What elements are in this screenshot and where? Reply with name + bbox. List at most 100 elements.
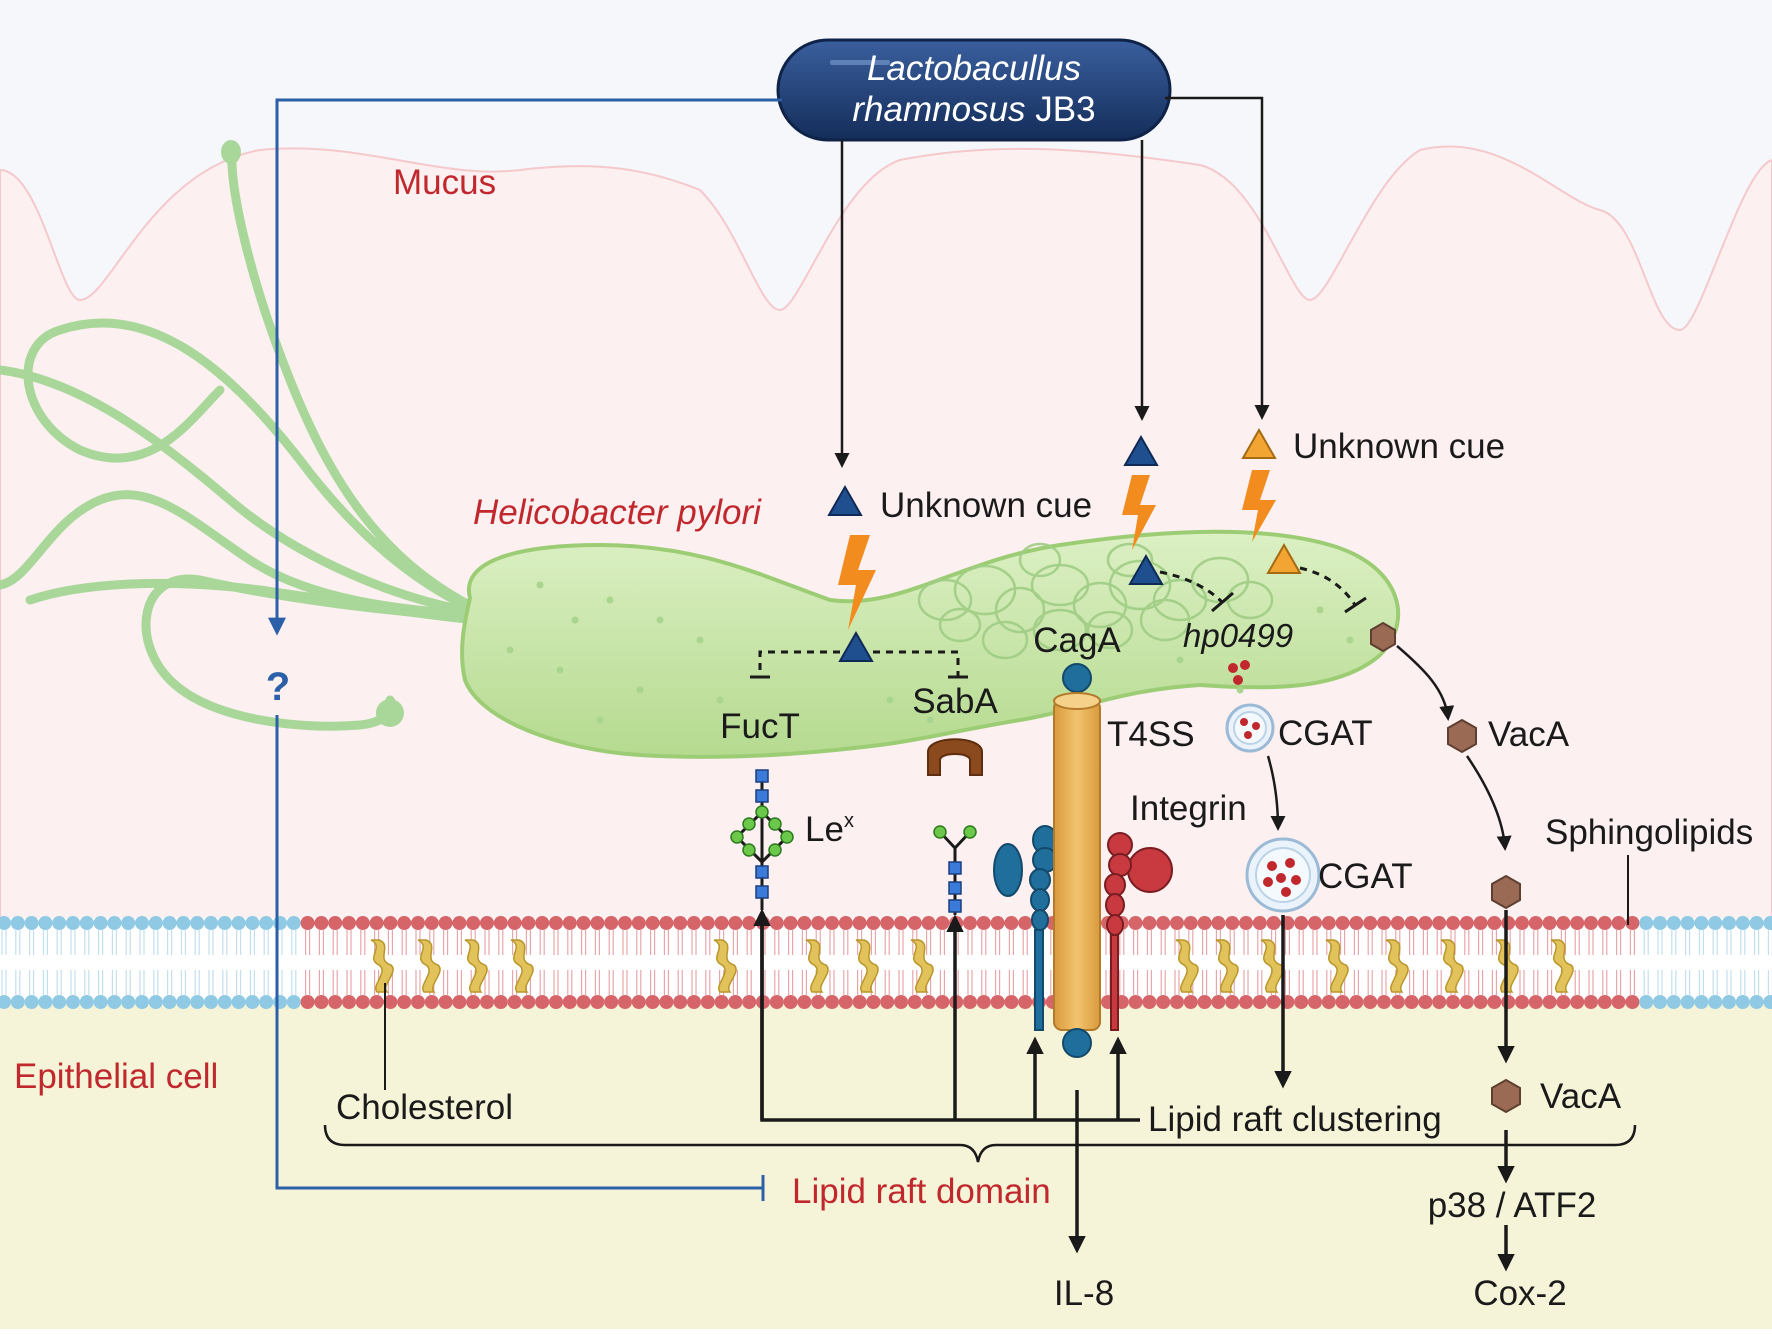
lipid-head (259, 995, 274, 1009)
h-pylori-body (460, 529, 1401, 759)
lipid-head (1459, 916, 1474, 930)
granule (656, 616, 664, 624)
lipid-head (1239, 916, 1253, 930)
lipid-head (742, 916, 757, 930)
lipid-head (838, 995, 853, 1009)
integrin-label: Integrin (1130, 789, 1247, 828)
lipid-head (1183, 995, 1198, 1009)
lipid-head (217, 916, 232, 930)
lipid-head (383, 916, 398, 930)
lipid-head (687, 916, 701, 930)
lipid-head (466, 995, 481, 1009)
lipid-head (135, 916, 149, 930)
cholesterol-molecule (1440, 939, 1464, 993)
flagellum-2 (23, 318, 480, 615)
lipid-head (1515, 916, 1529, 930)
lipid-head (700, 916, 715, 930)
sphingolipids-label: Sphingolipids (1545, 813, 1753, 852)
lipid-head (1735, 916, 1750, 930)
lipid-head (66, 995, 80, 1009)
lipid-head (797, 916, 812, 930)
cue-triangle-right (1241, 427, 1277, 459)
lipid-head (576, 916, 591, 930)
lipid-head (521, 916, 536, 930)
lipid-head (424, 916, 439, 930)
vaca-label-secreted: VacA (1488, 715, 1570, 754)
dna-loop (994, 586, 1046, 634)
cgat-release-arrow (1266, 755, 1286, 831)
lipid-head (521, 995, 536, 1009)
lipid-head (1556, 995, 1571, 1009)
granule (696, 636, 704, 644)
lightning-middle (1122, 475, 1156, 550)
lipid-head (452, 995, 467, 1009)
lipid-head (231, 916, 246, 930)
lipid-head (411, 916, 425, 930)
dna-loop (1108, 559, 1172, 611)
vaca-hexagon-membrane (1491, 874, 1521, 910)
lipid-head (121, 995, 136, 1009)
cgat-particles (1228, 660, 1250, 685)
lipid-head (204, 995, 218, 1009)
cholesterol-molecule (1260, 939, 1284, 993)
lipid-head (328, 916, 343, 930)
vaca-secretion-arrow (1396, 645, 1455, 721)
cholesterol-molecules (370, 939, 1574, 993)
lipid-head (1446, 916, 1460, 930)
h-pylori-cell (460, 529, 1401, 759)
lipid-head (1225, 916, 1240, 930)
dna-loop (1106, 542, 1154, 578)
lipid-head (1694, 995, 1709, 1009)
lipid-head (342, 916, 356, 930)
lipid-head (493, 916, 508, 930)
lipid-head (452, 916, 467, 930)
dna-loop (1139, 598, 1191, 642)
lipid-head (1542, 995, 1557, 1009)
lipid-head (190, 916, 205, 930)
dna-loop (1086, 610, 1134, 650)
granule (506, 646, 514, 654)
lipid-head (907, 916, 922, 930)
lipid-head (976, 995, 991, 1009)
h-pylori-label: Helicobacter pylori (473, 493, 762, 532)
lipid-head (1004, 995, 1019, 1009)
lipid-head (700, 995, 715, 1009)
cholesterol-molecule (370, 939, 394, 993)
lipid-head (1252, 916, 1267, 930)
lipid-head (493, 995, 508, 1009)
dashed-to-fuct (758, 650, 840, 677)
saba-label: SabA (912, 682, 998, 721)
lipid-head (1528, 916, 1543, 930)
lipid-head (355, 995, 370, 1009)
cox2-label: Cox-2 (1473, 1274, 1566, 1313)
lipid-head (1501, 916, 1516, 930)
arrow-to-right-cue (1165, 96, 1270, 420)
dna-loop (938, 607, 982, 643)
lipid-head (245, 995, 260, 1009)
lactobacillus-to-unknown-arrow (268, 98, 782, 636)
lipid-head (1377, 995, 1391, 1009)
cgat-dot (1240, 660, 1250, 670)
cholesterol-molecule (805, 939, 829, 993)
lipid-head (852, 995, 867, 1009)
lipid-head (1432, 916, 1447, 930)
granule (636, 686, 644, 694)
lipid-head (783, 916, 798, 930)
lipid-head (314, 995, 329, 1009)
cholesterol-molecule (713, 939, 737, 993)
lipid-head (976, 916, 991, 930)
t4ss-label: T4SS (1107, 715, 1195, 754)
lipid-head (1570, 995, 1585, 1009)
lipid-head (286, 916, 301, 930)
lipid-head (714, 995, 729, 1009)
lipid-head (535, 916, 550, 930)
cholesterol-molecule (417, 939, 441, 993)
lipid-head (1197, 995, 1212, 1009)
cgat-label-1: CGAT (1278, 714, 1373, 753)
lipid-head (217, 995, 232, 1009)
lipid-head (52, 916, 67, 930)
lipid-head (1266, 995, 1281, 1009)
cholesterol-molecule (1550, 939, 1574, 993)
